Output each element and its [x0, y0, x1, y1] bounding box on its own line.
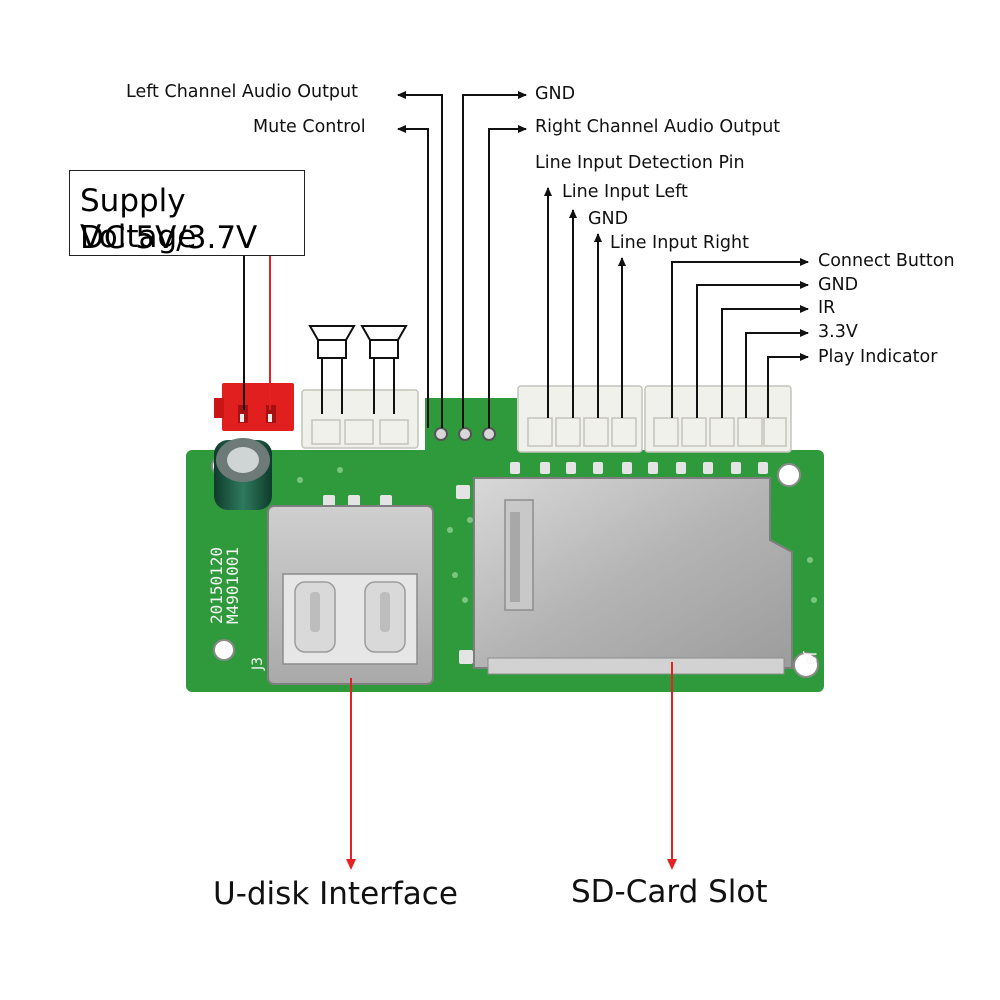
sd-card-slot	[473, 477, 793, 675]
model-code: M4901001	[223, 547, 242, 624]
date-code: 20150120	[207, 547, 226, 624]
control-leaders	[671, 258, 809, 418]
capacitor	[214, 438, 272, 510]
line-input-connector	[517, 385, 643, 453]
usb-port	[267, 505, 434, 685]
speaker-connectors	[301, 389, 419, 449]
v33-label: 3.3V	[818, 322, 858, 342]
sd-card-slot-label: SD-Card Slot	[571, 874, 768, 910]
mute-control-label: Mute Control	[253, 117, 366, 137]
ir-label: IR	[818, 298, 836, 318]
line-input-detection-label: Line Input Detection Pin	[535, 153, 745, 173]
u-disk-interface-label: U-disk Interface	[213, 876, 458, 912]
left-channel-label: Left Channel Audio Output	[126, 82, 358, 102]
line-input-right-label: Line Input Right	[610, 233, 749, 253]
play-indicator-label: Play Indicator	[818, 347, 938, 367]
speaker-icon-left	[308, 325, 356, 359]
line-input-gnd-label: GND	[588, 209, 629, 229]
speaker-leads	[321, 358, 395, 414]
power-connector	[214, 383, 294, 431]
line-input-left-label: Line Input Left	[562, 182, 688, 202]
j9-label: J9	[802, 651, 818, 665]
line-input-leaders	[544, 187, 626, 418]
j3-label: J3	[250, 657, 266, 671]
speaker-icon-right	[360, 325, 408, 359]
supply-voltage-box: Supply Voltage DC 5V/3.7V	[69, 170, 305, 256]
control-connector	[644, 385, 792, 453]
control-gnd-label: GND	[818, 275, 859, 295]
gnd-top-label: GND	[535, 84, 576, 104]
audio-output-leaders	[397, 91, 527, 428]
header-pins	[434, 427, 496, 441]
supply-voltage-value: DC 5V/3.7V	[80, 220, 258, 256]
supply-voltage-title: Supply Voltage	[80, 183, 197, 255]
connect-button-label: Connect Button	[818, 251, 955, 271]
right-channel-label: Right Channel Audio Output	[535, 117, 781, 137]
